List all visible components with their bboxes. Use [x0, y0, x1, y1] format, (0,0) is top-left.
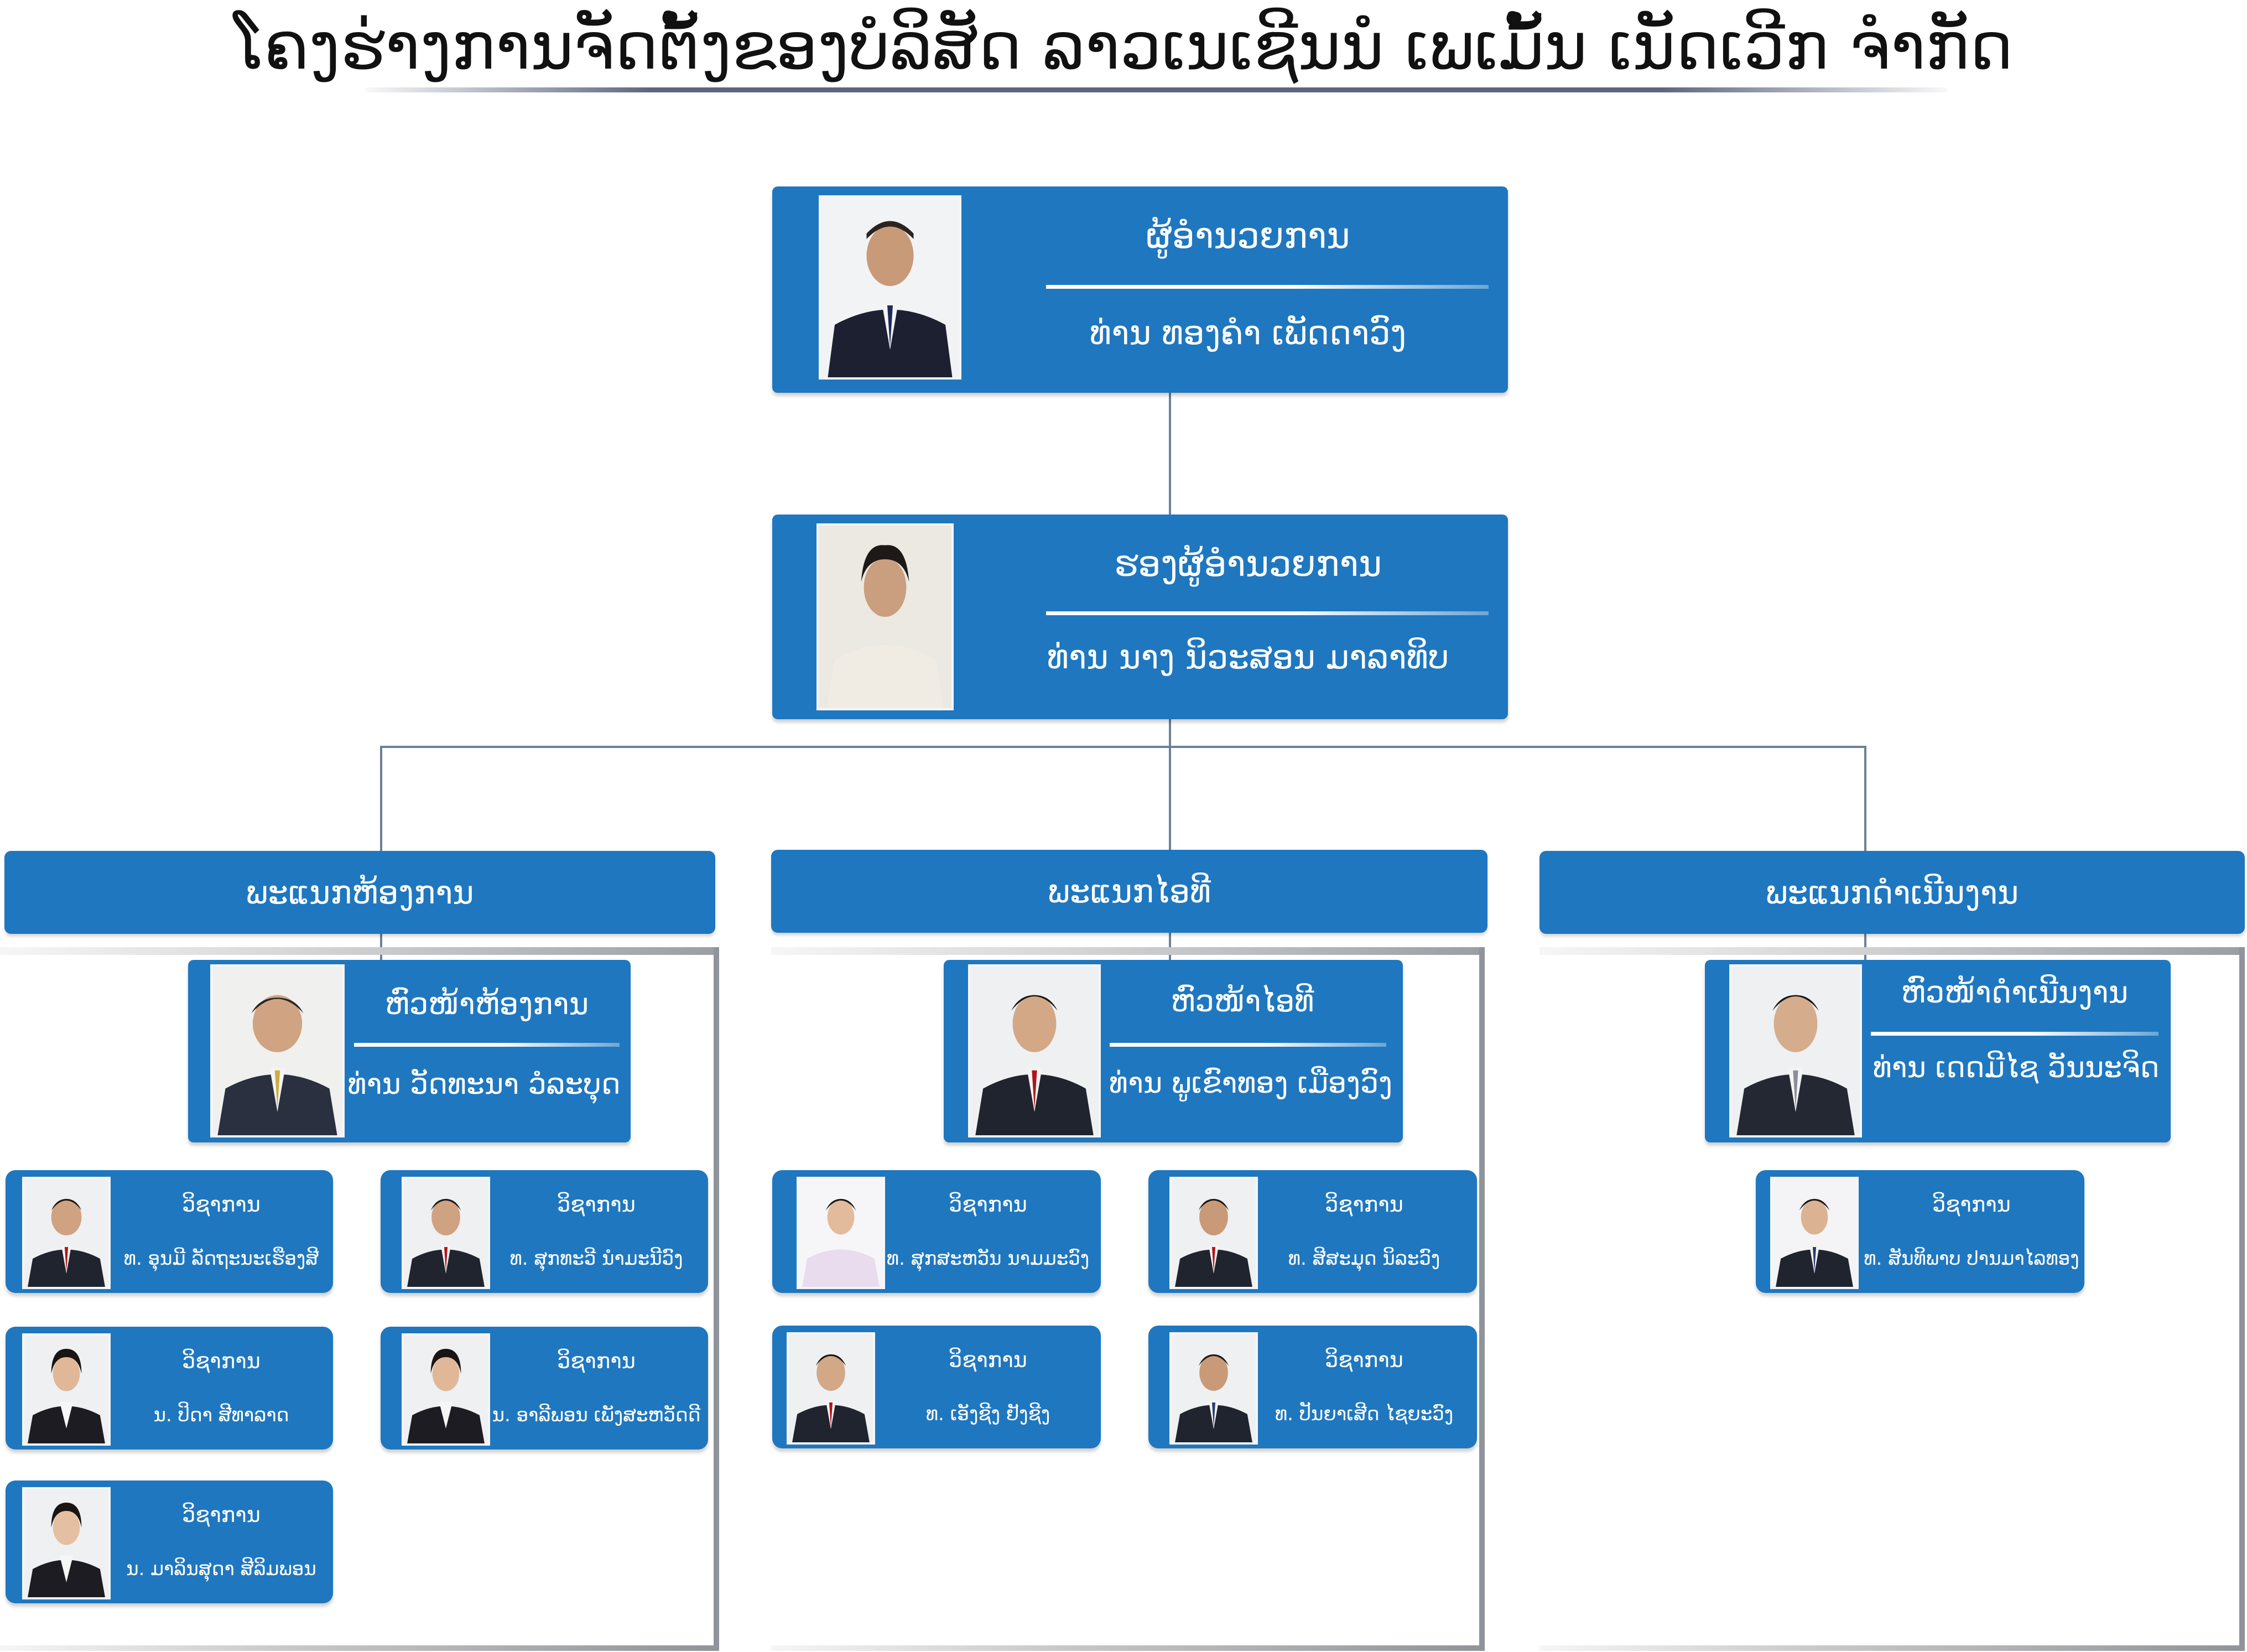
director-role: ຜູ້ອຳນວຍການ	[1146, 216, 1350, 257]
staff-photo	[402, 1333, 490, 1446]
dept-office-head-card: ຫົວໜ້າຫ້ອງການ ທ່ານ ວັດທະນາ ວໍລະບຸດ	[188, 960, 631, 1142]
panel-it-bottom	[771, 1645, 1485, 1651]
deputy-photo	[816, 523, 954, 710]
connector-bus-dept-office	[380, 746, 382, 852]
director-card: ຜູ້ອຳນວຍການ ທ່ານ ທອງຄຳ ເພັດດາວົງ	[772, 186, 1508, 393]
staff-photo	[1169, 1177, 1258, 1289]
staff-role: ວິຊາການ	[182, 1503, 261, 1527]
connector-dept-it-head	[1169, 931, 1171, 961]
dept-it-header: ພະແນກໄອທີ	[771, 850, 1487, 933]
panel-office-bottom	[0, 1645, 719, 1651]
panel-office-right	[714, 947, 719, 1651]
staff-card: ວິຊາການ ນ. ມາລິນສຸດາ ສີລິມພອນ	[6, 1480, 333, 1603]
staff-role: ວິຊາການ	[1325, 1348, 1403, 1372]
staff-name: ນ. ມາລິນສຸດາ ສີລິມພອນ	[126, 1558, 316, 1580]
director-separator	[1046, 285, 1489, 289]
dept-it-head-role: ຫົວໜ້າໄອທີ	[1171, 984, 1314, 1019]
dept-ops-header: ພະແນກດຳເນີນງານ	[1539, 851, 2245, 934]
dept-ops-head-photo	[1729, 964, 1862, 1137]
deputy-role: ຮອງຜູ້ອຳນວຍການ	[1114, 544, 1382, 585]
staff-name: ທ. ເອັງຊີງ ຢັງຊີງ	[925, 1403, 1050, 1425]
deputy-name: ທ່ານ ນາງ ນິວະສອນ ມາລາທິບ	[1047, 638, 1449, 677]
staff-photo	[787, 1332, 875, 1445]
dept-ops-head-role: ຫົວໜ້າດຳເນີນງານ	[1901, 975, 2129, 1010]
dept-it-head-card: ຫົວໜ້າໄອທີ ທ່ານ ພູເຂົາທອງ ເມືອງວົງ	[944, 960, 1403, 1142]
staff-card: ວິຊາການ ທ. ປັນຍາເສີດ ໄຊຍະວົງ	[1148, 1326, 1477, 1448]
connector-dept-office-head	[380, 932, 382, 960]
connector-director-deputy	[1169, 393, 1171, 515]
panel-office-top	[0, 947, 719, 955]
staff-role: ວິຊາການ	[182, 1349, 261, 1373]
deputy-separator	[1046, 611, 1489, 615]
dept-ops-head-separator	[1871, 1032, 2158, 1036]
staff-card: ວິຊາການ ນ. ປິດາ ສີທາລາດ	[6, 1327, 333, 1450]
staff-role: ວິຊາການ	[557, 1349, 636, 1373]
staff-photo	[22, 1487, 111, 1599]
panel-ops-bottom	[1539, 1645, 2245, 1651]
dept-office-head-photo	[210, 964, 345, 1137]
connector-bus-dept-it	[1169, 746, 1171, 851]
staff-name: ທ. ສັນທິພາບ ປານມາໄລທອງ	[1864, 1248, 2079, 1270]
dept-it-head-photo	[968, 964, 1101, 1137]
staff-name: ທ. ປັນຍາເສີດ ໄຊຍະວົງ	[1275, 1403, 1454, 1425]
director-name: ທ່ານ ທອງຄຳ ເພັດດາວົງ	[1089, 314, 1407, 352]
dept-it-head-separator	[1110, 1043, 1386, 1047]
dept-office-head-separator	[354, 1043, 620, 1047]
staff-name: ນ. ອາລີພອນ ເພັງສະຫວັດດີ	[492, 1404, 701, 1426]
connector-dept-ops-head	[1864, 932, 1866, 960]
staff-name: ທ. ອຸນມີ ລັດຖະນະເຮືອງສີ	[123, 1248, 319, 1270]
panel-ops-top	[1539, 947, 2245, 955]
connector-bus-horizontal	[380, 746, 1866, 748]
staff-name: ນ. ປິດາ ສີທາລາດ	[153, 1404, 289, 1426]
dept-office-head-name: ທ່ານ ວັດທະນາ ວໍລະບຸດ	[347, 1068, 621, 1101]
staff-card: ວິຊາການ ທ. ສຸກທະວີ ນຳມະນີວົງ	[381, 1170, 708, 1293]
staff-role: ວິຊາການ	[557, 1192, 636, 1217]
staff-card: ວິຊາການ ທ. ສີສະມຸດ ນິລະວົງ	[1148, 1170, 1477, 1293]
staff-name: ທ. ສຸກສະຫວັນ ນາມມະວົງ	[886, 1248, 1090, 1270]
dept-ops-head-name: ທ່ານ ເດດມີໄຊ ວັນນະຈິດ	[1872, 1051, 2160, 1084]
deputy-card: ຮອງຜູ້ອຳນວຍການ ທ່ານ ນາງ ນິວະສອນ ມາລາທິບ	[772, 515, 1508, 719]
staff-photo	[22, 1333, 111, 1446]
staff-photo	[797, 1177, 885, 1289]
dept-office-header: ພະແນກຫ້ອງການ	[4, 851, 715, 934]
connector-bus-dept-ops	[1864, 746, 1866, 852]
staff-role: ວິຊາການ	[1932, 1192, 2011, 1217]
director-photo	[819, 195, 961, 380]
staff-role: ວິຊາການ	[949, 1192, 1027, 1217]
panel-it-top	[771, 947, 1485, 955]
staff-card: ວິຊາການ ທ. ເອັງຊີງ ຢັງຊີງ	[772, 1326, 1101, 1448]
page-title: ໂຄງຮ່າງການຈັດຕັ້ງຂອງບໍລິສັດ ລາວເນເຊີນນໍ …	[233, 8, 2014, 84]
staff-photo	[22, 1177, 111, 1289]
staff-photo	[1770, 1177, 1859, 1289]
staff-card: ວິຊາການ ນ. ອາລີພອນ ເພັງສະຫວັດດີ	[381, 1327, 708, 1450]
title-underline	[365, 87, 1947, 92]
dept-ops-head-card: ຫົວໜ້າດຳເນີນງານ ທ່ານ ເດດມີໄຊ ວັນນະຈິດ	[1705, 960, 2171, 1142]
staff-role: ວິຊາການ	[182, 1192, 261, 1217]
connector-deputy-bus	[1169, 719, 1171, 748]
dept-office-head-role: ຫົວໜ້າຫ້ອງການ	[384, 986, 589, 1021]
panel-ops-right	[2239, 947, 2245, 1651]
dept-it-head-name: ທ່ານ ພູເຂົາທອງ ເມືອງວົງ	[1109, 1067, 1393, 1100]
staff-name: ທ. ສີສະມຸດ ນິລະວົງ	[1288, 1248, 1440, 1270]
staff-photo	[1169, 1332, 1258, 1445]
staff-card: ວິຊາການ ທ. ອຸນມີ ລັດຖະນະເຮືອງສີ	[6, 1170, 333, 1293]
staff-role: ວິຊາການ	[1325, 1192, 1403, 1217]
staff-photo	[402, 1177, 490, 1289]
staff-card: ວິຊາການ ທ. ສຸກສະຫວັນ ນາມມະວົງ	[772, 1170, 1101, 1293]
staff-role: ວິຊາການ	[949, 1348, 1027, 1372]
panel-it-right	[1479, 947, 1485, 1651]
staff-card: ວິຊາການ ທ. ສັນທິພາບ ປານມາໄລທອງ	[1756, 1170, 2084, 1293]
staff-name: ທ. ສຸກທະວີ ນຳມະນີວົງ	[509, 1248, 683, 1270]
